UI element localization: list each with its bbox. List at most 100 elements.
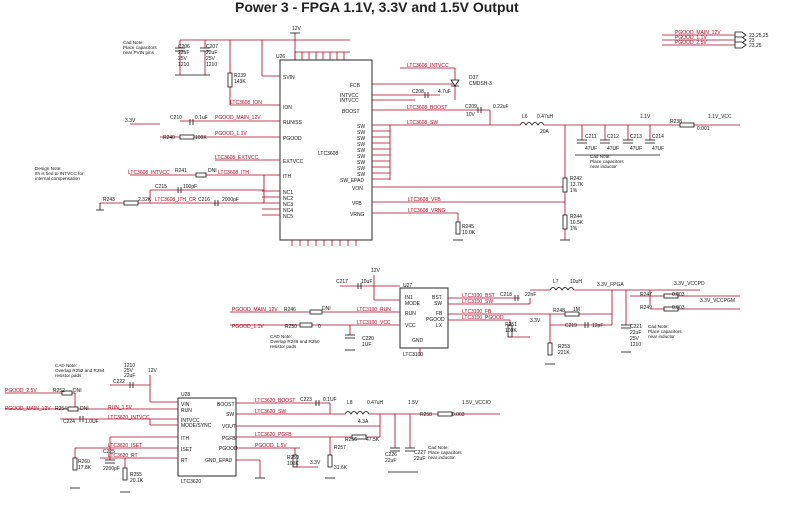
c224-val: 1.0UF (85, 419, 99, 425)
net-pgood-main-12v-2: PGOOD_MAIN_12V (232, 307, 278, 313)
c222-volt: 25V (124, 368, 134, 374)
c209-ref: C209 (465, 104, 477, 110)
net-intvcc-3620: LTC3620_INTVCC (108, 415, 150, 421)
c207-pkg: 1210 (206, 62, 217, 68)
l7-coil (549, 287, 575, 291)
net-1v5: 1.5V (408, 400, 419, 406)
l8-ref: L8 (347, 400, 353, 406)
c227-val: 22uF (414, 456, 425, 462)
r239-ref: R239 (234, 73, 246, 79)
net-3v3: 3.3V (125, 118, 136, 124)
l6-val: 0.47uH (537, 114, 554, 120)
net-sw-3608: LTC3608_SW (407, 120, 438, 126)
net-run-3100: LTC3100_RUN (357, 307, 391, 313)
r249-ref: R249 (640, 305, 652, 311)
net-vfb-3608: LTC3608_VFB (408, 197, 441, 203)
section-ltc3608: 12V C206 22uF 25V 1210 C207 22uF 25V 121… (35, 26, 740, 246)
l8-current: 4.3A (358, 419, 369, 425)
c225-ref: C225 (103, 449, 115, 455)
net-pgood-main-12v: PGOOD_MAIN_12V (215, 115, 261, 121)
net-ith-3608: LTC3608_ITH (218, 170, 249, 176)
r253-ref: R253 (558, 344, 570, 350)
u27-pin: SW (434, 301, 442, 307)
u28-pin: INTVCC (181, 418, 200, 424)
c211-ref: C211 (585, 134, 597, 140)
c215-val: 100pF (183, 184, 197, 190)
r247-val: 0.003 (672, 292, 685, 298)
c221-ref: C221 (630, 324, 642, 330)
u26-pin: PGOOD (283, 136, 302, 142)
c213-ref: C213 (630, 134, 642, 140)
c212-ref: C212 (607, 134, 619, 140)
r249-val: 0.003 (672, 305, 685, 311)
c217-val: 10uF (361, 279, 372, 285)
u28-pin: RUN (181, 408, 192, 414)
u26-pin: SW (357, 124, 365, 130)
u26-pin: RUN/SS (283, 120, 303, 126)
u27-pin: PGOOD (426, 317, 445, 323)
u26-part: LTC3608 (318, 151, 338, 157)
r250-ref: R250 (285, 324, 297, 330)
l7-val: 10uH (570, 279, 582, 285)
net-12v-label-2: 12V (371, 268, 381, 274)
r245-val: 10.0K (462, 230, 476, 236)
u26-pin: SW (357, 148, 365, 154)
c225-val: 2200pF (103, 466, 120, 472)
net-1v1-vcc: 1.1V_VCC (708, 114, 732, 120)
net-vcc-3100: LTC3100_VCC (357, 320, 391, 326)
net-extvcc: LTC3608_EXTVCC (215, 155, 259, 161)
u26-pin: NC4 (283, 208, 293, 214)
r258-ref: R258 (420, 412, 432, 418)
r254-val: DNI (80, 406, 89, 412)
u26-body (279, 59, 373, 241)
u27-pin: LX (436, 323, 443, 329)
r254-ref: R254 (55, 406, 67, 412)
net-run-15v: RUN_1.5V (108, 405, 133, 411)
net-pgood-11v-2: PGOOD_1.1V (232, 324, 264, 330)
r251-val: 100K (505, 328, 517, 334)
u26-pin: SW (357, 172, 365, 178)
l6-coil (519, 122, 545, 126)
net-iset-3620: LTC3620_ISET (108, 443, 142, 449)
r239-val: 143K (234, 79, 246, 85)
u26-pin: SW (357, 166, 365, 172)
r258-val: 0.003 (452, 412, 465, 418)
d37-ref: D37 (469, 75, 478, 81)
net-pgood-11v: PGOOD_1.1V (215, 131, 247, 137)
u26-pin: FCB (350, 83, 361, 89)
offpage-connectors: PGOOD_MAIN_12V PGOOD_1.1V PGOOD_2.5V 23,… (662, 30, 769, 49)
c216-val: 2000pF (222, 197, 239, 203)
net-12v-label: 12V (292, 26, 302, 32)
c208-val: 4.7uF (438, 89, 451, 95)
r244-ref: R244 (570, 214, 582, 220)
r252-ref: R252 (53, 388, 65, 394)
offpage-label: PGOOD_2.5V (675, 40, 707, 46)
c215-ref: C215 (155, 184, 167, 190)
net-boost-3620: LTC3620_BOOST (255, 398, 295, 404)
r252-val: DNI (73, 388, 82, 394)
u28-pin: VIN (181, 402, 190, 408)
net-sw-3100: LTC3100_SW (462, 299, 493, 305)
u26-pin: ITH (283, 174, 291, 180)
c206-pkg: 1210 (178, 62, 189, 68)
u28-pin: ITH (181, 436, 189, 442)
u27-pin: IN1 (405, 295, 413, 301)
c212-val: 47UF (607, 146, 619, 152)
u28-part: LTC3620 (181, 479, 201, 485)
l6-ref: L6 (522, 114, 528, 120)
u28-pin: RT (181, 458, 188, 464)
c210-ref: C210 (170, 115, 182, 121)
r242-tol: 1% (570, 188, 578, 194)
u26-pin: SW (357, 130, 365, 136)
u27-pin: FB (436, 311, 443, 317)
offpage-label: PGOOD_1.1V (675, 35, 707, 41)
offpage-label: PGOOD_MAIN_12V (675, 30, 721, 36)
c226-ref: C226 (385, 452, 397, 458)
c209-volt: 10V (466, 112, 476, 118)
r260-val: 20.1K (130, 478, 144, 484)
